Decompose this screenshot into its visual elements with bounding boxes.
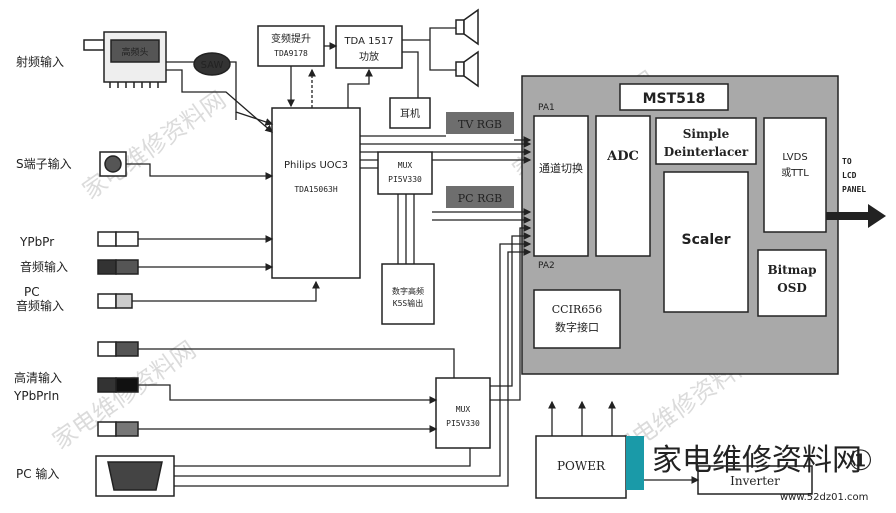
mst518-port-a: PA1	[538, 103, 555, 113]
digital-tuner-label-1: 数字高频	[392, 286, 424, 296]
deinterlacer-block: Simple Deinterlacer	[655, 117, 757, 165]
s-video-jack-icon	[99, 151, 127, 177]
adc-block: ADC	[595, 115, 651, 257]
tda1517-block: TDA 1517 功放	[335, 25, 403, 69]
hd-jack-icon-2	[97, 377, 139, 393]
watermark-text-2: 家电维修资料网	[77, 86, 231, 205]
figure-number: ①	[848, 444, 873, 477]
ccir656-label-2: 数字接口	[555, 320, 599, 334]
mux2-block: MUX PI5V330	[435, 377, 491, 449]
tuner-label: 高频头	[121, 46, 148, 58]
saw-label: SAW	[201, 60, 224, 71]
watermark-logo: 家电维修资料网 ① www.52dz01.com	[626, 436, 873, 503]
lcd-output: TO LCD PANEL	[826, 157, 886, 228]
label-ypbprin: YPbPrIn	[13, 389, 59, 403]
scaler-block: Scaler	[663, 171, 749, 313]
channel-switch-label: 通道切换	[539, 161, 583, 175]
uoc3-block: Philips UOC3 TDA15063H	[271, 107, 361, 279]
lvds-label-1: LVDS	[782, 152, 807, 163]
input-labels: 射频输入 S端子输入 YPbPr 音频输入 PC 音频输入 高清输入 YPbPr…	[13, 54, 72, 481]
output-arrow-icon	[826, 204, 886, 228]
tv-rgb-tag	[446, 112, 514, 134]
inverter-block: Inverter	[697, 465, 813, 495]
scaler-label: Scaler	[681, 232, 730, 248]
mux2-label-1: MUX	[456, 405, 471, 414]
connection-lines	[126, 27, 700, 487]
ccir656-block: CCIR656 数字接口	[533, 289, 621, 349]
label-s-video-input: S端子输入	[16, 156, 72, 171]
tda1517-label-1: TDA 1517	[343, 36, 393, 47]
output-label-2: LCD	[842, 171, 857, 180]
output-label-1: TO	[842, 157, 852, 166]
tda9178-block: 变频提升 TDA9178	[257, 25, 325, 67]
audio-jack-icon-1	[97, 231, 139, 247]
tda9178-label-1: 变频提升	[271, 32, 311, 45]
hd-jack-icon-3	[97, 421, 139, 437]
saw-filter-icon: SAW	[193, 52, 231, 76]
speaker-icon-1	[455, 8, 479, 46]
label-hd-input: 高清输入	[14, 370, 62, 385]
tuner-icon: 高频头	[83, 31, 167, 88]
pc-rgb-tag	[446, 186, 514, 208]
mux2-label-2: PI5V330	[446, 419, 480, 428]
digital-tuner-block: 数字高频 K5S输出	[381, 263, 435, 325]
headphone-block: 耳机	[389, 97, 431, 129]
label-rf-input: 射频输入	[16, 54, 64, 69]
mux1-block: MUX PI5V330	[377, 151, 433, 195]
bitmap-osd-label-1: Bitmap	[767, 263, 816, 277]
ccir656-label-1: CCIR656	[552, 303, 602, 316]
pc-rgb-label: PC RGB	[458, 192, 502, 205]
label-pc-input: PC 输入	[16, 466, 59, 481]
tv-rgb-label: TV RGB	[458, 118, 502, 131]
inverter-label: Inverter	[730, 474, 780, 488]
audio-jack-icon-2	[97, 259, 139, 275]
digital-tuner-label-2: K5S输出	[393, 298, 423, 308]
connector-icons: 高频头 SAW	[83, 31, 231, 497]
lvds-block: LVDS 或TTL	[763, 117, 827, 233]
vga-port-icon	[95, 455, 175, 497]
speaker-icon-2	[455, 50, 479, 88]
power-label: POWER	[557, 459, 606, 473]
mux1-label-2: PI5V330	[388, 175, 422, 184]
pc-audio-jack-icon	[97, 293, 133, 309]
uoc3-label-2: TDA15063H	[294, 185, 338, 194]
mst518-chip: MST518 PA1 PA2 通道切换 ADC Simple Deinterla…	[521, 75, 839, 375]
logo-url: www.52dz01.com	[780, 492, 868, 503]
mux1-label-1: MUX	[398, 161, 413, 170]
label-ypbpr: YPbPr	[19, 235, 54, 249]
hd-jack-icon-1	[97, 341, 139, 357]
tda1517-label-2: 功放	[359, 50, 379, 63]
signal-tags: TV RGB PC RGB	[446, 112, 514, 208]
channel-switch-block: 通道切换	[533, 115, 589, 257]
headphone-label: 耳机	[400, 107, 420, 120]
lvds-label-2: 或TTL	[781, 167, 809, 179]
output-label-3: PANEL	[842, 185, 866, 194]
logo-text: 家电维修资料网	[652, 443, 862, 478]
adc-label: ADC	[606, 149, 639, 164]
deinterlacer-label-1: Simple	[683, 127, 730, 141]
blocks: 变频提升 TDA9178 TDA 1517 功放 耳机 Philips UOC3…	[257, 8, 813, 499]
uoc3-label-1: Philips UOC3	[284, 160, 348, 171]
power-block: POWER	[535, 435, 627, 499]
mst518-title: MST518	[643, 91, 706, 107]
logo-mark-icon	[626, 436, 644, 490]
label-pc: PC	[24, 285, 40, 299]
label-audio-input-1: 音频输入	[20, 259, 68, 274]
tda9178-label-2: TDA9178	[274, 49, 308, 58]
bitmap-osd-label-2: OSD	[777, 281, 807, 295]
label-audio-input-2: 音频输入	[16, 298, 64, 313]
bitmap-osd-block: Bitmap OSD	[757, 249, 827, 317]
deinterlacer-label-2: Deinterlacer	[664, 145, 749, 159]
mst518-port-b: PA2	[538, 261, 555, 271]
